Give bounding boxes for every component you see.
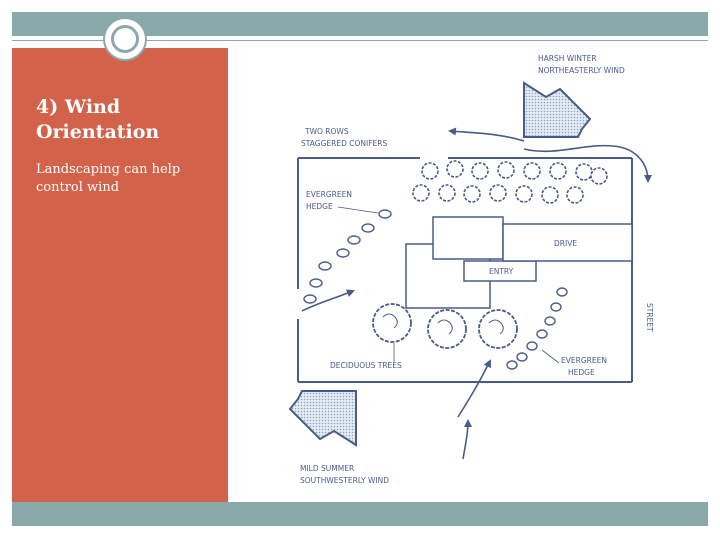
label-conifers-line-1: TWO ROWS	[304, 127, 349, 136]
footer-band	[12, 502, 708, 526]
title-panel	[12, 48, 228, 502]
slide-body-text: Landscaping can help control wind	[36, 162, 181, 195]
property-boundary	[297, 157, 633, 383]
evergreen-hedge-right	[506, 287, 568, 370]
label-conifers-line-2: STAGGERED CONIFERS	[301, 139, 387, 148]
deciduous-tree-detail	[382, 313, 504, 335]
label-street: STREET	[645, 303, 654, 332]
wind-flow-lines	[301, 127, 652, 460]
label-leader-lines	[337, 206, 560, 364]
deciduous-trees	[372, 303, 518, 349]
summer-wind-arrow	[288, 390, 357, 447]
slide-title-line-2: Orientation	[36, 121, 160, 143]
label-summer-wind-line-1: MILD SUMMER	[300, 464, 354, 473]
house-footprint	[405, 216, 537, 309]
label-hedge-right-line-2: HEDGE	[568, 368, 595, 377]
label-winter-wind-line-1: HARSH WINTER	[538, 54, 597, 63]
label-entry: ENTRY	[489, 267, 514, 276]
label-drive: DRIVE	[554, 239, 577, 248]
slide-title-line-1: 4) Wind	[36, 96, 121, 118]
winter-wind-arrow	[523, 81, 592, 138]
label-summer-wind-line-2: SOUTHWESTERLY WIND	[300, 476, 389, 485]
label-hedge-left-line-2: HEDGE	[306, 202, 333, 211]
evergreen-hedge-left	[303, 209, 392, 304]
conifer-rows	[412, 160, 608, 204]
wind-orientation-diagram: HARSH WINTER NORTHEASTERLY WIND TWO ROWS…	[288, 54, 654, 485]
drive	[502, 223, 633, 262]
label-winter-wind-line-2: NORTHEASTERLY WIND	[538, 66, 625, 75]
label-hedge-right-line-1: EVERGREEN	[561, 356, 607, 365]
label-deciduous-trees: DECIDUOUS TREES	[330, 361, 402, 370]
label-hedge-left-line-1: EVERGREEN	[306, 190, 352, 199]
slide-circle-ornament	[103, 17, 147, 61]
header-rule	[12, 40, 708, 41]
